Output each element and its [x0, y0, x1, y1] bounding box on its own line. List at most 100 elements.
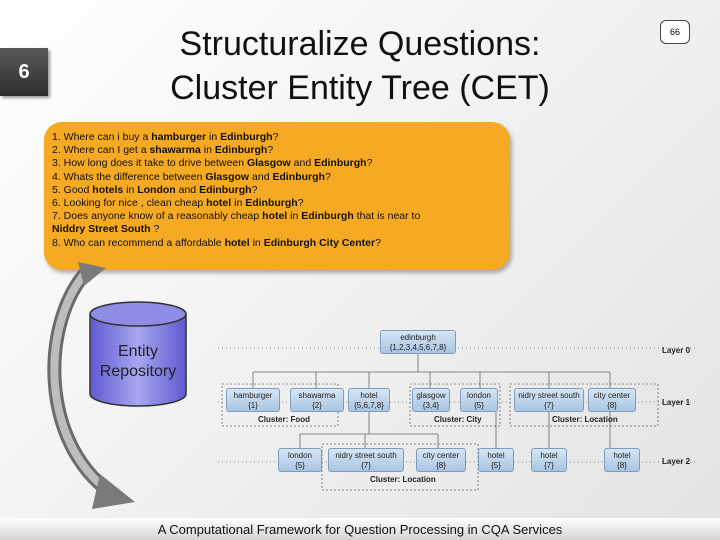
- question-line: 7. Does anyone know of a reasonably chea…: [52, 210, 502, 223]
- cluster-label-city: Cluster: City: [434, 415, 482, 424]
- tree-node-root: edinburgh {1,2,3,4,5,6,7,8}: [380, 330, 456, 354]
- node-ids: {5}: [474, 401, 484, 410]
- entity-term: Edinburgh: [245, 197, 298, 210]
- node-ids: {5}: [491, 461, 501, 470]
- question-text: 6. Looking for nice , clean cheap: [52, 197, 207, 210]
- question-line: Niddry Street South ?: [52, 223, 502, 236]
- node-ids: {7}: [544, 401, 554, 410]
- questions-box: 1. Where can i buy a hamburger in Edinbu…: [44, 122, 510, 270]
- node-ids: {3,4}: [422, 401, 440, 410]
- question-text: 4. Whats the difference between: [52, 170, 206, 183]
- tree-node-l2-city-center: city center {8}: [416, 448, 466, 472]
- entity-term: Edinburgh: [214, 144, 268, 157]
- question-line: 1. Where can i buy a hamburger in Edinbu…: [52, 131, 502, 144]
- question-text: ?: [267, 144, 274, 157]
- cluster-label-food: Cluster: Food: [258, 415, 310, 424]
- slide-number: 6: [0, 48, 48, 96]
- node-name: london: [287, 451, 313, 460]
- node-name: hamburger: [233, 391, 273, 400]
- question-text: and: [175, 183, 200, 196]
- question-text: in: [123, 183, 138, 196]
- entity-term: Edinburgh: [314, 157, 367, 170]
- entity-term: Glasgow: [246, 157, 291, 170]
- node-name: city center: [422, 451, 460, 460]
- question-text: ?: [324, 170, 331, 183]
- node-ids: {8}: [607, 401, 617, 410]
- layer-label-0: Layer 0: [662, 346, 691, 355]
- node-ids: {5}: [295, 461, 305, 470]
- node-name: edinburgh: [400, 333, 436, 342]
- question-text: that is near to: [353, 210, 421, 223]
- node-name: nidry street south: [518, 391, 580, 400]
- page-number-badge: 66: [660, 20, 690, 44]
- entity-repository-label: Entity Repository: [88, 342, 188, 382]
- node-ids: {8}: [617, 461, 627, 470]
- entity-term: Edinburgh: [301, 210, 354, 223]
- node-ids: {2}: [312, 401, 322, 410]
- question-text: in: [287, 210, 302, 223]
- question-text: 5. Good: [52, 183, 93, 196]
- entity-term: Edinburgh: [272, 170, 325, 183]
- title-line-1: Structuralize Questions:: [179, 25, 541, 63]
- node-ids: {5,6,7,8}: [354, 401, 384, 410]
- tree-node-l1-hotel: hotel {5,6,7,8}: [348, 388, 390, 412]
- question-text: in: [206, 131, 221, 143]
- node-ids: {7}: [544, 461, 554, 470]
- entity-term: Niddry Street South: [52, 223, 151, 236]
- tree-node-l1-city-center: city center {8}: [588, 388, 636, 412]
- entity-term: Glasgow: [205, 170, 250, 183]
- question-line: 5. Good hotels in London and Edinburgh?: [52, 184, 502, 197]
- question-text: ?: [375, 236, 381, 249]
- slide-title: Structuralize Questions: Cluster Entity …: [140, 22, 580, 110]
- question-line: 2. Where can I get a shawarma in Edinbur…: [52, 144, 502, 157]
- question-line: 3. How long does it take to drive betwee…: [52, 157, 502, 170]
- question-text: in: [200, 144, 215, 157]
- title-line-2: Cluster Entity Tree (CET): [170, 69, 550, 107]
- cluster-label-location-l2: Cluster: Location: [370, 475, 436, 484]
- entity-term: London: [137, 183, 176, 196]
- question-text: 8. Who can recommend a affordable: [52, 236, 225, 249]
- node-ids: {1,2,3,4,5,6,7,8}: [389, 343, 447, 352]
- tree-node-l1-london: london {5}: [460, 388, 498, 412]
- tree-node-l1-glasgow: glasgow {3,4}: [412, 388, 450, 412]
- question-text: 1. Where can i buy a: [52, 131, 152, 143]
- node-name: shawarma: [298, 391, 336, 400]
- question-text: ?: [251, 183, 258, 196]
- question-line: 4. Whats the difference between Glasgow …: [52, 171, 502, 184]
- cycle-arrow-icon: [47, 262, 135, 509]
- layer-label-1: Layer 1: [662, 398, 691, 407]
- tree-node-l1-hamburger: hamburger {1}: [226, 388, 280, 412]
- node-ids: {1}: [248, 401, 258, 410]
- tree-node-l1-shawarma: shawarma {2}: [290, 388, 344, 412]
- tree-node-l2-nidry-street-south: nidry street south {7}: [328, 448, 404, 472]
- node-name: hotel: [540, 451, 558, 460]
- node-name: nidry street south: [335, 451, 397, 460]
- tree-node-l2-hotel-7: hotel {7}: [531, 448, 567, 472]
- entity-term: hamburger: [151, 131, 207, 143]
- tree-node-l2-hotel-5: hotel {5}: [478, 448, 514, 472]
- tree-node-l1-nidry-street-south: nidry street south {7}: [514, 388, 584, 412]
- node-name: city center: [593, 391, 631, 400]
- question-text: 7. Does anyone know of a reasonably chea…: [52, 210, 263, 223]
- footer-text: A Computational Framework for Question P…: [157, 522, 563, 537]
- question-text: and: [290, 157, 315, 170]
- cluster-label-location: Cluster: Location: [552, 415, 618, 424]
- entity-term: hotels: [92, 183, 124, 196]
- tree-node-l2-hotel-8: hotel {8}: [604, 448, 640, 472]
- entity-repository-cylinder: [89, 301, 187, 407]
- entity-term: hotel: [206, 197, 232, 210]
- node-name: hotel: [613, 451, 631, 460]
- node-name: glasgow: [416, 391, 446, 400]
- node-ids: {7}: [361, 461, 371, 470]
- question-text: and: [249, 170, 273, 183]
- question-text: 2. Where can I get a: [52, 144, 150, 157]
- entity-term: shawarma: [149, 144, 201, 157]
- entity-term: Edinburgh City Center: [263, 236, 376, 249]
- question-line: 6. Looking for nice , clean cheap hotel …: [52, 197, 502, 210]
- entity-term: Edinburgh: [220, 131, 273, 143]
- entity-term: Edinburgh: [199, 183, 252, 196]
- repository-line-2: Repository: [99, 363, 177, 380]
- footer-bar: [0, 518, 720, 540]
- repository-line-1: Entity: [117, 343, 158, 360]
- node-name: london: [466, 391, 492, 400]
